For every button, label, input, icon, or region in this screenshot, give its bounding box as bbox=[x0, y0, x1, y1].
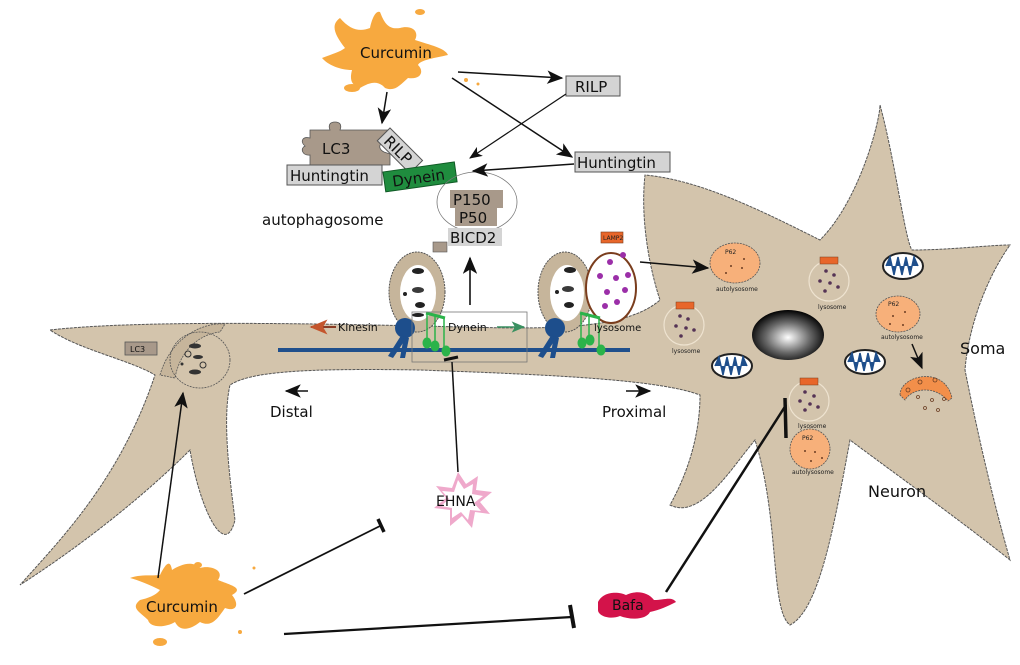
lamp2-tag-axon: LAMP2 bbox=[600, 231, 623, 244]
p62-label: P62 bbox=[725, 249, 736, 256]
neuron-cell bbox=[19, 104, 1011, 626]
kinesin-label: Kinesin bbox=[338, 321, 378, 334]
kinesin-motor-right bbox=[538, 318, 565, 358]
lysosome-axon-label: lysosome bbox=[594, 323, 641, 334]
inhibit-bafa-lysosome bbox=[664, 404, 788, 593]
bafa-label: Bafa bbox=[612, 598, 644, 614]
inhibit-bar-lysosome bbox=[783, 397, 788, 439]
autolysosome-label: autolysosome bbox=[881, 334, 923, 341]
lc3-puzzle-small bbox=[432, 241, 448, 253]
p50-label: P50 bbox=[459, 209, 487, 227]
lc3-complex: LC3 bbox=[301, 121, 391, 166]
autolysosome: P62 autolysosome bbox=[709, 242, 761, 293]
bicd2-box: BICD2 bbox=[448, 228, 502, 247]
ehna-label: EHNA bbox=[436, 494, 476, 510]
arrow-curcumin-lc3 bbox=[377, 91, 392, 125]
mitochondrion bbox=[844, 349, 886, 375]
inhibit-bar-ehna bbox=[376, 518, 386, 533]
autophagosome-right bbox=[537, 251, 593, 333]
inhibit-curcumin-ehna bbox=[243, 525, 381, 595]
dynein-motor-label: Dynein bbox=[448, 321, 487, 334]
huntingtin-box-right: Huntingtin bbox=[574, 151, 671, 173]
inhibit-ehna-dynein bbox=[451, 361, 459, 473]
lysosome-label: lysosome bbox=[798, 423, 827, 430]
rilp-box-top: RILP bbox=[565, 75, 621, 97]
arrow-huntingtin-dynein bbox=[471, 163, 575, 177]
mitochondrion bbox=[882, 252, 924, 280]
inhibit-bar-bafa bbox=[568, 604, 576, 629]
p62-label: P62 bbox=[888, 301, 899, 308]
huntingtin-complex-label: Huntingtin bbox=[290, 167, 369, 185]
degraded-autolysosome bbox=[899, 376, 953, 412]
ehna-star: EHNA bbox=[434, 472, 492, 528]
autolysosome: P62 autolysosome bbox=[789, 428, 834, 476]
proximal-label: Proximal bbox=[602, 403, 666, 421]
huntingtin-right-label: Huntingtin bbox=[577, 154, 656, 172]
curcumin-top: Curcumin bbox=[322, 9, 480, 92]
lc3-puzzle-distal: LC3 bbox=[124, 341, 158, 356]
nucleus bbox=[752, 310, 824, 360]
soma-label: Soma bbox=[960, 339, 1005, 358]
lysosome-cargo bbox=[597, 252, 631, 309]
mitochondrion bbox=[711, 353, 753, 379]
p50-box: P50 bbox=[455, 208, 497, 227]
huntingtin-box-complex: Huntingtin bbox=[286, 164, 383, 186]
lamp2-label: LAMP2 bbox=[603, 235, 623, 242]
distal-label: Distal bbox=[270, 403, 313, 421]
rilp-top-label: RILP bbox=[575, 78, 607, 96]
arrow-curcumin-huntingtin bbox=[451, 77, 574, 158]
lysosome: lysosome bbox=[788, 377, 830, 430]
dynein-motor-right bbox=[577, 311, 606, 356]
lysosome-label: lysosome bbox=[818, 304, 847, 311]
dynein-box: Dynein bbox=[382, 161, 458, 193]
p150-box: P150 bbox=[450, 190, 503, 209]
autolysosome: P62 autolysosome bbox=[875, 295, 923, 341]
autolysosome-label: autolysosome bbox=[716, 286, 758, 293]
curcumin-bottom-label: Curcumin bbox=[146, 598, 218, 616]
autophagosome-left bbox=[388, 251, 446, 333]
lysosome: lysosome bbox=[663, 301, 705, 355]
lc3-label: LC3 bbox=[322, 140, 350, 158]
neuron-body bbox=[19, 104, 1011, 626]
lysosome-fusing bbox=[585, 252, 637, 324]
autolysosome-label: autolysosome bbox=[792, 469, 834, 476]
dynein-motor-left bbox=[422, 311, 451, 357]
curcumin-top-label: Curcumin bbox=[360, 44, 432, 62]
kinesin-motor bbox=[388, 318, 415, 358]
p62-label: P62 bbox=[802, 435, 813, 442]
lc3-distal-label: LC3 bbox=[130, 345, 145, 354]
fusion-arrow bbox=[639, 259, 710, 274]
dynein-highlight-box bbox=[411, 311, 528, 363]
bicd2-label: BICD2 bbox=[450, 229, 496, 247]
inhibit-bar-dynein bbox=[443, 355, 459, 362]
p150-label: P150 bbox=[453, 191, 491, 209]
lysosome-label: lysosome bbox=[672, 348, 701, 355]
bafa-shape: Bafa bbox=[598, 592, 676, 619]
lysosome: lysosome bbox=[808, 256, 850, 311]
inhibit-curcumin-bafa bbox=[283, 615, 573, 636]
curcumin-bottom: Curcumin bbox=[130, 562, 256, 646]
distal-autophagosome bbox=[159, 323, 231, 389]
autophagosome-label: autophagosome bbox=[262, 211, 384, 229]
degradation-arrow bbox=[910, 343, 923, 370]
arrow-rilp-dynein bbox=[469, 93, 567, 159]
neuron-label: Neuron bbox=[868, 482, 926, 501]
arrow-curcumin-rilp bbox=[457, 70, 564, 84]
arrow-curcumin-distal bbox=[157, 391, 188, 579]
